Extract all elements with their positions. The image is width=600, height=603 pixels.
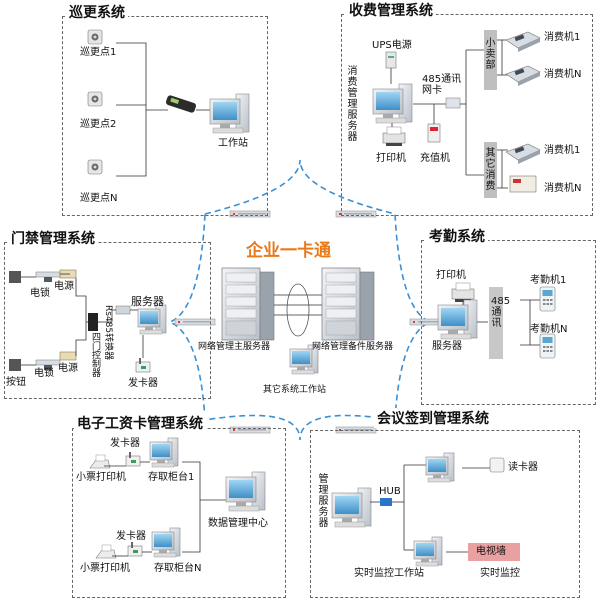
access-server-label: 服务器 (131, 295, 164, 308)
lock-2-label: 电锁 (34, 368, 54, 379)
diagram-title: 企业一卡通 (246, 241, 331, 261)
comm485-label: 485通讯 (491, 296, 511, 329)
cabinet-1-label: 存取柜台1 (148, 472, 195, 483)
charger-label: 充值机 (420, 153, 450, 164)
lock-1-label: 电锁 (30, 288, 50, 299)
comm485-card-label: 485通讯网卡 (422, 74, 462, 96)
patrol-point-2-label: 巡更点2 (80, 119, 117, 130)
access-system-title: 门禁管理系统 (8, 228, 98, 248)
patrol-point-1-label: 巡更点1 (80, 47, 117, 58)
patrol-system-box (62, 16, 268, 216)
other-consumption-band (484, 142, 497, 198)
patrol-system-title: 巡更系统 (66, 2, 128, 22)
hub-label: HUB (379, 486, 401, 497)
attendance-printer-label: 打印机 (436, 270, 466, 281)
door-controller-label: 四门控制器 (91, 333, 101, 379)
meeting-system-title: 会议签到管理系统 (374, 408, 492, 428)
attendance-system-title: 考勤系统 (426, 226, 488, 246)
ups-label: UPS电源 (372, 40, 412, 51)
shop-band (484, 30, 497, 90)
access-issuer-label: 发卡器 (128, 378, 158, 389)
other-consumption-label: 其它消费 (485, 148, 496, 192)
cabinet-n-label: 存取柜台N (154, 563, 202, 574)
backup-server-label: 网络管理备件服务器 (312, 342, 394, 352)
billing-system-box (341, 14, 593, 216)
payroll-system-title: 电子工资卡管理系统 (74, 413, 206, 433)
card-reader-label: 读卡器 (508, 462, 538, 473)
comm485-band (489, 287, 503, 359)
attendance-system-box (421, 240, 596, 405)
ticket-printer-1-label: 小票打印机 (76, 472, 126, 483)
attendance-server-label: 服务器 (432, 341, 462, 352)
billing-printer-label: 打印机 (376, 153, 406, 164)
tv-wall (468, 543, 520, 561)
pos-machine-1-label: 消费机1 (544, 32, 581, 43)
pos-machine-n-label: 消费机N (544, 69, 582, 80)
payroll-issuer-1-label: 发卡器 (110, 438, 140, 449)
tv-wall-label: 电视墙 (476, 546, 506, 557)
attendance-machine-n-label: 考勤机N (530, 324, 568, 335)
monitor-workstation-label: 实时监控工作站 (354, 568, 424, 579)
patrol-point-n-label: 巡更点N (80, 193, 118, 204)
access-system-box (4, 242, 211, 399)
shop-label: 小卖部 (485, 38, 496, 71)
button-label: 按钮 (6, 377, 26, 388)
pos-machine-nb-label: 消费机N (544, 183, 582, 194)
realtime-monitor-label: 实时监控 (480, 568, 520, 579)
meeting-server-label: 管理服务器 (318, 474, 329, 529)
payroll-issuer-n-label: 发卡器 (116, 531, 146, 542)
data-center-label: 数据管理中心 (208, 518, 268, 529)
billing-system-title: 收费管理系统 (346, 0, 436, 20)
ticket-printer-n-label: 小票打印机 (80, 563, 130, 574)
rs485-converter-label: Rs485转换器 (103, 305, 113, 361)
meeting-system-box (310, 430, 580, 598)
billing-server-label: 消费管理服务器 (347, 66, 358, 143)
power-2-label: 电源 (58, 363, 78, 374)
patrol-workstation-label: 工作站 (218, 138, 248, 149)
other-workstation-label: 其它系统工作站 (263, 385, 327, 395)
main-server-label: 网络管理主服务器 (198, 342, 271, 352)
pos-machine-1b-label: 消费机1 (544, 145, 581, 156)
attendance-machine-1-label: 考勤机1 (530, 275, 567, 286)
power-1-label: 电源 (54, 281, 74, 292)
